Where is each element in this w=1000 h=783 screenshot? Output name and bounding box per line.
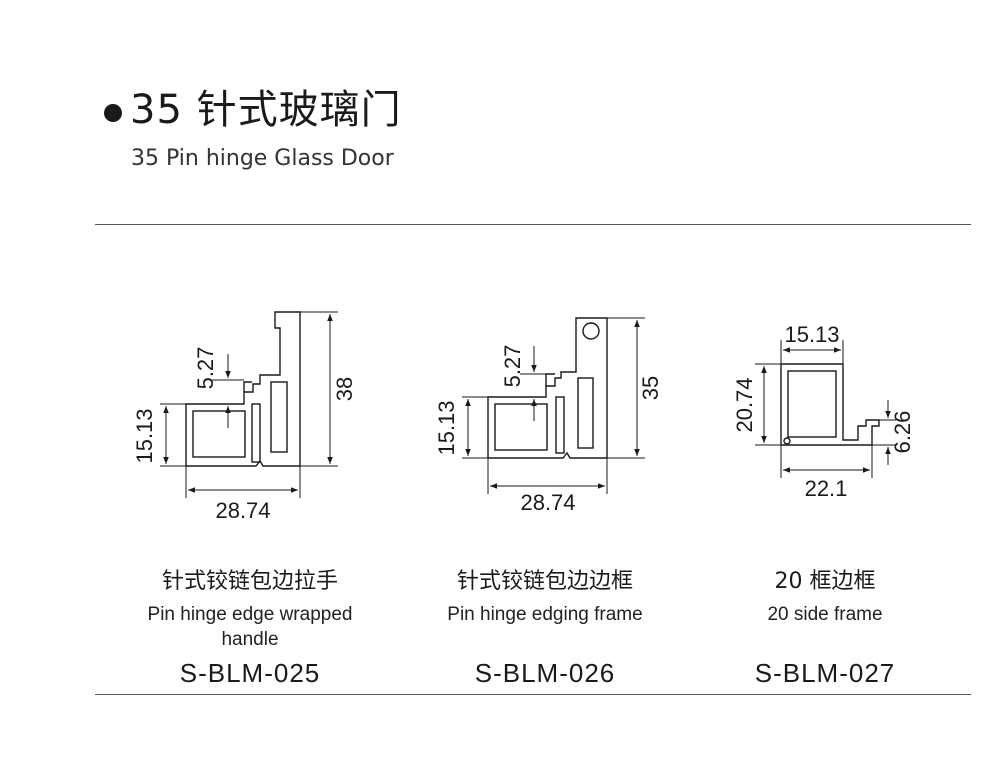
product-code: S-BLM-027 (754, 658, 896, 688)
product-caption-027: 20 框边框 20 side frame S-BLM-027 (735, 568, 915, 688)
profile-drawing-027 (755, 340, 896, 478)
product-caption-026: 针式铰链包边边框 Pin hinge edging frame S-BLM-02… (425, 568, 665, 688)
dim-027-width: 22.1 (805, 476, 848, 501)
product-name-en: Pin hinge edging frame (447, 604, 643, 625)
page-title: 35 针式玻璃门 (130, 87, 402, 133)
dim-026-height: 35 (638, 376, 663, 400)
top-divider (95, 224, 971, 225)
bottom-divider (95, 694, 971, 695)
profile-drawing-026 (462, 317, 645, 494)
product-name-en: Pin hinge edge wrapped (147, 604, 353, 625)
product-code: S-BLM-026 (474, 658, 616, 688)
dim-027-top: 15.13 (784, 322, 839, 347)
dim-025-height: 38 (332, 377, 357, 401)
page-subtitle: 35 Pin hinge Glass Door (131, 146, 394, 171)
dim-026-lip: 5.27 (500, 345, 525, 388)
dim-026-width: 28.74 (520, 490, 575, 515)
dim-027-lip: 6.26 (890, 411, 915, 454)
profile-drawing-025 (160, 311, 338, 498)
dim-025-lip: 5.27 (193, 347, 218, 390)
product-name-zh: 针式铰链包边边框 (456, 569, 633, 594)
dim-025-width: 28.74 (215, 498, 270, 523)
product-caption-025: 针式铰链包边拉手 Pin hinge edge wrapped handle S… (120, 568, 380, 688)
dim-027-height: 20.74 (732, 377, 757, 432)
product-name-zh: 20 框边框 (774, 569, 876, 594)
product-name-zh: 针式铰链包边拉手 (161, 569, 338, 594)
product-name-en-line2: handle (221, 629, 279, 650)
product-code: S-BLM-025 (179, 658, 321, 688)
dim-026-frame: 15.13 (434, 400, 459, 455)
product-name-en: 20 side frame (767, 604, 883, 625)
title-bullet-icon (104, 104, 122, 122)
dim-025-frame: 15.13 (132, 408, 157, 463)
